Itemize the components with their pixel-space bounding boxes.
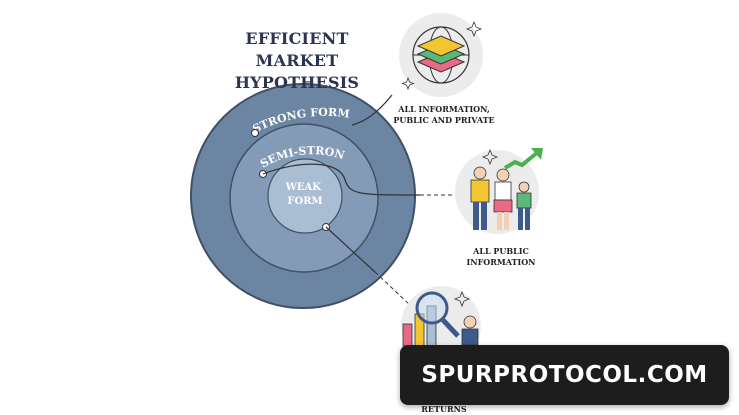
strong-leader-line	[351, 94, 393, 126]
weak-form-circle	[267, 158, 343, 234]
weak-leader-dash	[374, 271, 411, 306]
weak-form-label: WEAK FORM	[285, 182, 325, 207]
diagram-title: EFFICIENT MARKET HYPOTHESIS	[214, 28, 380, 94]
layers-globe-icon	[399, 13, 483, 97]
weak-leader-line	[325, 226, 376, 273]
semi-leader-line	[262, 163, 421, 196]
watermark-text: SPURPROTOCOL.COM	[421, 362, 708, 388]
caption-all-public: ALL PUBLIC INFORMATION	[466, 246, 536, 267]
strong-leader-dot	[251, 129, 259, 137]
family-growth-icon	[455, 148, 543, 234]
watermark-banner: SPURPROTOCOL.COM	[400, 345, 729, 405]
caption-all-information: ALL INFORMATION, PUBLIC AND PRIVATE	[393, 104, 495, 125]
diagram-title-text: EFFICIENT MARKET HYPOTHESIS	[234, 29, 360, 92]
